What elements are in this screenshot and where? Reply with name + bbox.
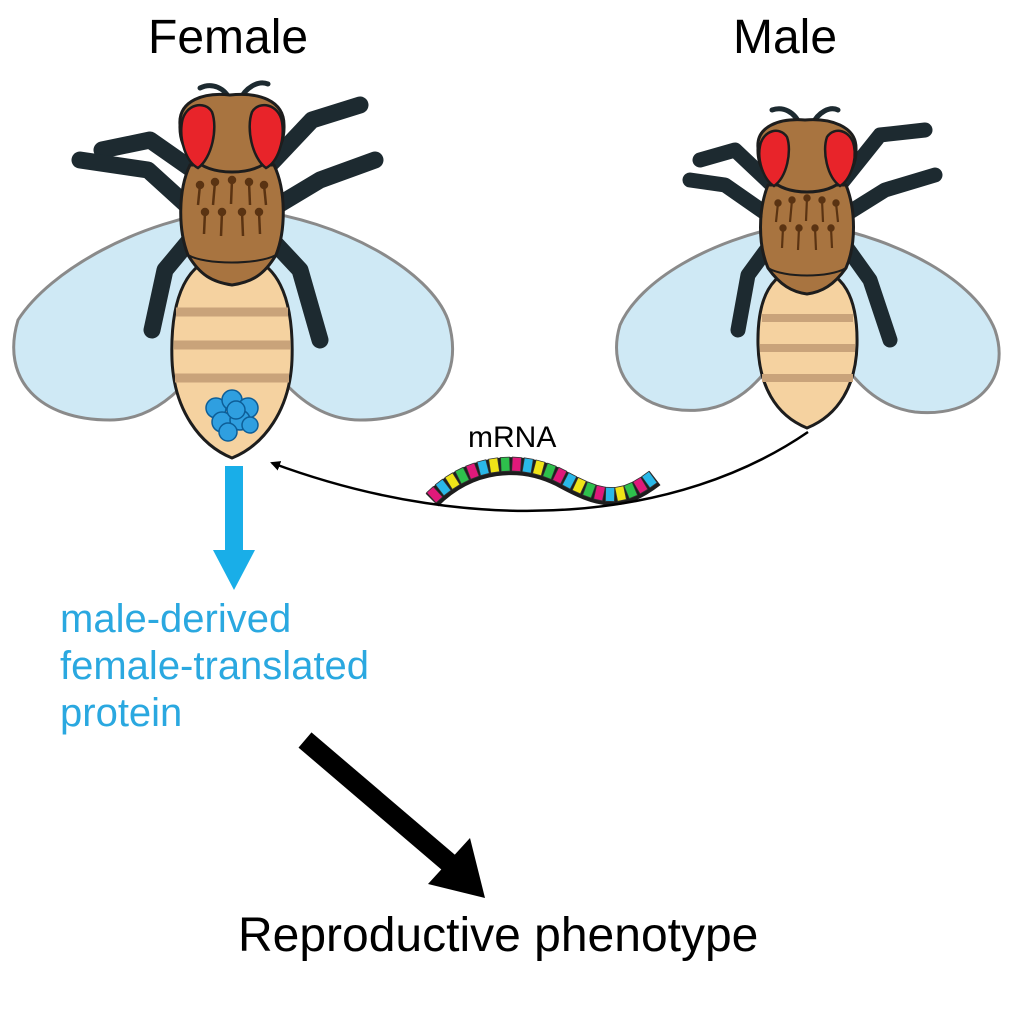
mrna-transfer-arrow (270, 430, 809, 513)
female-thorax (179, 163, 285, 287)
mrna-nucleotide (641, 470, 658, 489)
mrna-nucleotide (582, 481, 597, 499)
mrna-nucleotide (454, 466, 470, 485)
mrna-nucleotide (444, 472, 461, 490)
blue-down-arrow (213, 466, 255, 590)
phenotype-label: Reproductive phenotype (238, 909, 759, 962)
mrna-label: mRNA (468, 421, 557, 454)
male-abdomen (756, 266, 859, 430)
female-right-eye (248, 103, 284, 170)
male-fly (615, 106, 1001, 430)
mrna-nucleotide (542, 462, 557, 480)
female-protein-cluster (205, 389, 259, 442)
male-head (756, 118, 858, 194)
mrna-nucleotide (552, 466, 568, 485)
protein-line-3: protein (60, 690, 183, 735)
male-thorax (759, 183, 855, 296)
mrna-nucleotide (465, 462, 480, 480)
protein-line-1: male-derived (60, 597, 292, 641)
female-head (178, 92, 286, 174)
female-left-eye (180, 103, 216, 170)
mrna-nucleotide (593, 484, 606, 502)
male-left-eye (758, 129, 791, 188)
mrna-nucleotide (511, 456, 522, 472)
female-label: Female (148, 11, 309, 64)
female-fly (12, 80, 454, 460)
protein-description: male-derived female-translated protein (60, 596, 369, 736)
mrna-strand (425, 456, 661, 507)
black-diagonal-arrow (298, 732, 485, 898)
mrna-nucleotide (571, 476, 587, 495)
mrna-nucleotide (623, 481, 639, 500)
protein-line-2: female-translated (60, 643, 370, 688)
male-right-eye (823, 129, 856, 188)
mrna-nucleotide (434, 478, 452, 497)
mrna-nucleotide (614, 485, 627, 502)
mrna-nucleotide (532, 459, 546, 477)
mrna-nucleotide (561, 471, 578, 490)
mrna-nucleotide (604, 486, 616, 502)
mrna-nucleotide (426, 485, 444, 504)
mrna-nucleotide (476, 459, 490, 477)
mrna-nucleotide (632, 476, 649, 495)
mrna-nucleotide (488, 457, 501, 474)
female-abdomen (170, 253, 294, 460)
mrna-nucleotide (521, 457, 534, 474)
mrna-nucleotide (500, 456, 511, 472)
male-label: Male (733, 11, 838, 64)
